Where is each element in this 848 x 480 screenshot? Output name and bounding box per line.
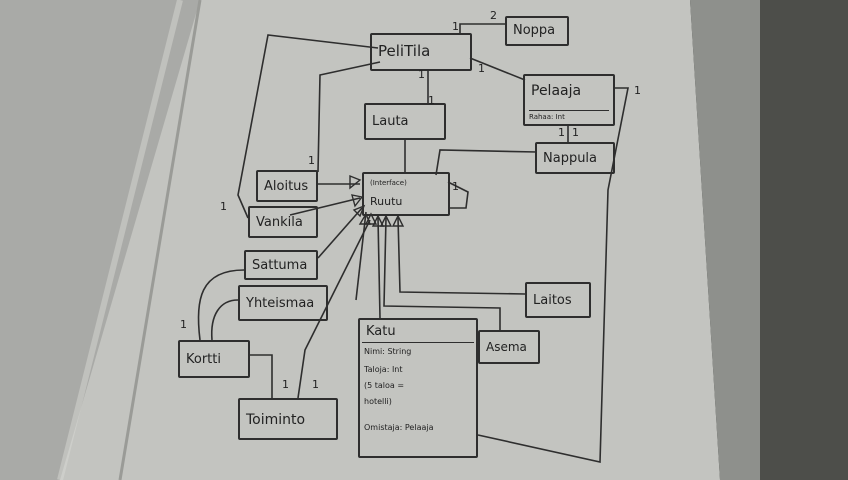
class-aloitus: Aloitus — [256, 170, 318, 202]
board-edge — [690, 0, 760, 480]
class-sattuma-label: Sattuma — [252, 258, 308, 273]
arrowhead-aloitus — [349, 174, 362, 190]
multiplicity-noppa: 2 — [490, 9, 497, 22]
class-yhteismaa-label: Yhteismaa — [246, 296, 315, 311]
class-nappula-label: Nappula — [543, 151, 598, 166]
class-katu-label: Katu — [366, 324, 396, 339]
class-lauta: Lauta — [364, 103, 446, 140]
katu-attribute-taloja: Taloja: Int — [364, 365, 403, 374]
arrowhead-vankila — [351, 194, 364, 208]
class-pelaaja-divider — [529, 110, 609, 111]
connector-kortti-toiminto — [250, 354, 273, 398]
multiplicity-pelaaja-a: 1 — [558, 126, 565, 139]
board-frame-left — [118, 0, 202, 480]
connector-vankila-ruutu — [289, 197, 361, 216]
class-asema-label: Asema — [486, 340, 527, 354]
arrowhead-laitos — [391, 214, 405, 227]
multiplicity-ruutu-self: 1 — [452, 180, 459, 193]
class-laitos: Laitos — [525, 282, 591, 318]
interface-ruutu-label: Ruutu — [370, 195, 403, 208]
class-noppa-label: Noppa — [513, 23, 556, 38]
multiplicity-lauta-top: 1 — [428, 94, 435, 107]
connector-pelitila-pelaaja — [469, 57, 526, 81]
multiplicity-pelitila-noppa: 1 — [452, 20, 459, 33]
class-sattuma: Sattuma — [244, 250, 318, 280]
class-noppa: Noppa — [505, 16, 569, 46]
multiplicity-toiminto-b: 1 — [312, 378, 319, 391]
class-pelitila: PeliTila — [370, 33, 472, 71]
class-yhteismaa: Yhteismaa — [238, 285, 328, 321]
class-nappula: Nappula — [535, 142, 615, 174]
arrowhead-toiminto — [364, 212, 378, 225]
katu-attribute-note-1: (5 taloa = — [364, 381, 405, 390]
connector-yhteismaa-ruutu — [355, 211, 367, 301]
whiteboard-surface — [60, 0, 720, 480]
connector-katu-ruutu — [377, 217, 381, 319]
class-kortti: Kortti — [178, 340, 250, 378]
class-lauta-label: Lauta — [372, 114, 409, 129]
arrowhead-katu — [371, 214, 385, 227]
board-frame-highlight — [57, 0, 183, 480]
multiplicity-aloitus: 1 — [308, 154, 315, 167]
class-pelaaja: Pelaaja Rahaa: Int — [523, 74, 615, 126]
connector-sattuma-kortti — [197, 269, 245, 341]
class-pelaaja-label: Pelaaja — [531, 83, 582, 99]
connector-toiminto-ruutu — [297, 219, 371, 399]
class-pelitila-label: PeliTila — [378, 42, 431, 60]
class-aloitus-label: Aloitus — [264, 179, 309, 194]
multiplicity-toiminto-a: 1 — [282, 378, 289, 391]
connector-asema-ruutu — [383, 217, 501, 330]
arrowhead-asema — [379, 214, 393, 227]
connector-yhteismaa-kortti — [211, 299, 239, 341]
class-laitos-label: Laitos — [533, 293, 572, 308]
multiplicity-pelaaja-b: 1 — [572, 126, 579, 139]
interface-stereotype: (Interface) — [370, 179, 407, 187]
katu-attribute-note-2: hotelli) — [364, 397, 392, 406]
connector-ruutu-self — [447, 181, 469, 209]
connector-pelitila-noppa — [459, 23, 505, 33]
katu-attribute-nimi: Nimi: String — [364, 347, 412, 356]
interface-ruutu: (Interface) Ruutu — [362, 172, 450, 216]
multiplicity-kortti: 1 — [180, 318, 187, 331]
class-toiminto-label: Toiminto — [246, 412, 306, 428]
class-kortti-label: Kortti — [186, 352, 221, 367]
class-asema: Asema — [478, 330, 540, 364]
class-vankila: Vankila — [248, 206, 318, 238]
right-wall — [760, 0, 848, 480]
class-toiminto: Toiminto — [238, 398, 338, 440]
connector-pelitila-aloitus — [317, 61, 381, 173]
class-pelaaja-attribute: Rahaa: Int — [529, 113, 565, 121]
katu-attribute-omistaja: Omistaja: Pelaaja — [364, 423, 434, 432]
connector-laitos-ruutu — [397, 217, 526, 295]
class-vankila-label: Vankila — [256, 215, 303, 230]
connector-pelitila-vankila — [237, 34, 379, 219]
multiplicity-vankila: 1 — [220, 200, 227, 213]
connector-katu-pelaaja — [477, 87, 629, 463]
multiplicity-pelitila-lauta: 1 — [418, 68, 425, 81]
connector-sattuma-ruutu — [317, 207, 363, 259]
connector-nappula-ruutu — [435, 149, 538, 176]
multiplicity-pelitila-pelaaja: 1 — [478, 62, 485, 75]
class-katu: Katu Nimi: String Taloja: Int (5 taloa =… — [358, 318, 478, 458]
class-katu-divider — [362, 342, 474, 343]
multiplicity-pelaaja-right: 1 — [634, 84, 641, 97]
